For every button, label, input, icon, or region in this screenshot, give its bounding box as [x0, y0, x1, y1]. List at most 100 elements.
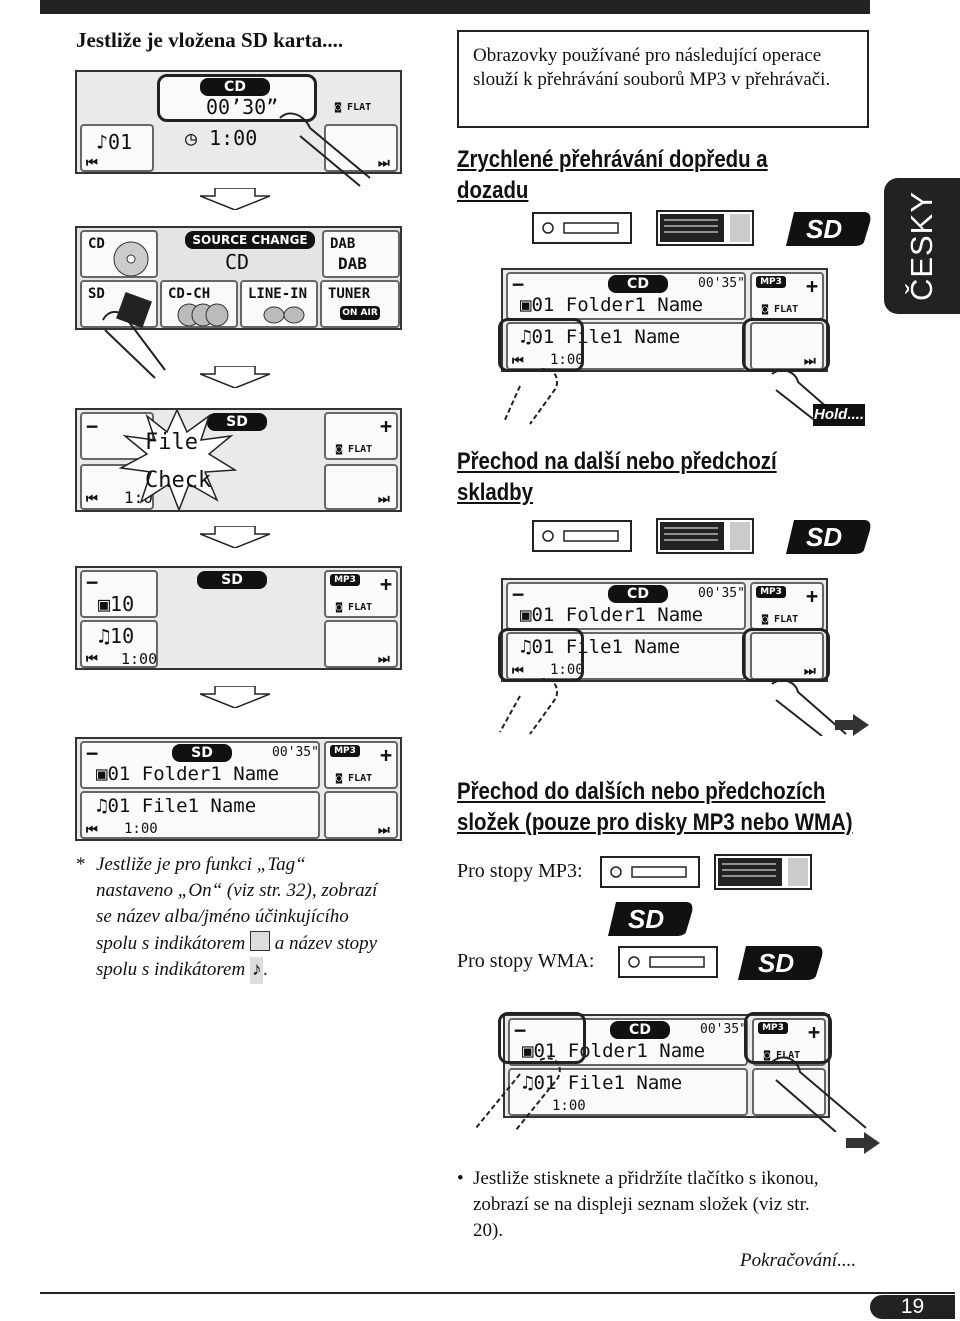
cd-ch-label: CD-CH	[168, 286, 211, 302]
mp3-badge: MP3	[756, 586, 786, 598]
disc-changer-icon	[177, 303, 229, 327]
file-check-line1: File	[145, 430, 198, 455]
plus-button[interactable]: MP3 + ◙ FLAT	[324, 741, 398, 789]
tuner-label: TUNER	[328, 286, 371, 302]
prev-button[interactable]: ♫10 ⏮	[80, 620, 158, 668]
control-panel-icon	[618, 946, 718, 978]
file-name-area[interactable]: ♫01 File1 Name 1:00	[508, 1068, 748, 1116]
file-name-area[interactable]: ♫01 File1 Name ⏮ 1:00	[506, 632, 746, 680]
sd-logo-icon: SD	[738, 946, 823, 980]
next-button[interactable]: ⏭	[324, 620, 398, 668]
cd-screen: CD 00’30” ◙ FLAT ♪01 ⏮ ◷ 1:00 ⏭	[75, 70, 402, 174]
next-button[interactable]: ⏭	[324, 791, 398, 839]
file-name-area[interactable]: ♫01 File1 Name ⏮ 1:00	[80, 791, 320, 839]
minus-button[interactable]: −	[80, 412, 154, 460]
next-button[interactable]: ⏭	[750, 632, 824, 680]
prev-highlight	[498, 318, 584, 372]
mp3-badge: MP3	[330, 574, 360, 586]
down-arrow-icon	[200, 188, 270, 210]
source-sd-button[interactable]: SD	[80, 280, 158, 328]
bullet-icon: •	[457, 1168, 464, 1189]
source-dab-button[interactable]: DAB DAB	[322, 230, 400, 278]
unit-front-icon	[656, 210, 754, 246]
prev-icon: ⏮	[512, 354, 524, 369]
minus-icon: −	[86, 414, 99, 438]
source-label: CD	[608, 585, 668, 603]
prev-icon: ⏮	[512, 664, 524, 679]
minus-button[interactable]: − ▣10	[80, 570, 158, 618]
prev-button[interactable]: ♪01 ⏮	[80, 124, 154, 172]
source-line-in-button[interactable]: LINE-IN	[240, 280, 318, 328]
sd-logo-icon: SD	[786, 212, 871, 246]
folder-name-area[interactable]: − CD 00'35" ▣01 Folder1 Name	[506, 582, 746, 630]
next-icon: ⏭	[378, 652, 390, 667]
next-button[interactable]: ⏭	[750, 322, 824, 370]
folder-name-area[interactable]: − CD 00'35" ▣01 Folder1 Name	[506, 272, 746, 320]
file-name-area[interactable]: ♫01 File1 Name ⏮ 1:00	[506, 322, 746, 370]
footnote-line: se název alba/jméno účinkujícího	[96, 906, 349, 927]
elapsed-time: 00’30”	[206, 95, 279, 119]
unit-front-icon	[656, 518, 754, 554]
plus-icon: +	[806, 274, 819, 298]
control-panel-icon	[600, 856, 700, 888]
on-air-icon: ON AIR	[340, 306, 380, 320]
next-button[interactable]: ⏭	[324, 464, 398, 510]
file-check-screen: − SD + ◙ FLAT ⏮ 1:0 ⏭ File Check	[75, 408, 402, 512]
sd-folder-screen: − ▣10 SD MP3 + ◙ FLAT ♫10 ⏮ 1:00 ⏭	[75, 566, 402, 670]
prev-icon: ⏮	[86, 156, 98, 171]
minus-icon: −	[86, 570, 99, 594]
plus-highlight	[744, 1012, 832, 1064]
folder-name: ▣01 Folder1 Name	[520, 294, 704, 316]
file-name: ♫01 File1 Name	[520, 326, 681, 348]
footnote-line: .	[263, 959, 269, 980]
finger-press-icon	[503, 368, 558, 425]
album-indicator-icon	[249, 931, 270, 951]
finger-press-icon	[475, 1057, 561, 1131]
footnote-line: spolu s indikátorem	[96, 933, 246, 954]
clock-display: 1:00	[124, 821, 158, 837]
source-label: SD	[172, 744, 232, 762]
clock-display: 1:00	[121, 650, 158, 668]
next-highlight	[742, 628, 830, 682]
section-title-next-track: Přechod na další nebo předchozí skladby	[457, 448, 777, 506]
flat-indicator: ◙ FLAT	[335, 102, 372, 113]
svg-text:SD: SD	[758, 948, 794, 978]
svg-text:SD: SD	[806, 214, 842, 244]
cd-mp3-screen-ff: − CD 00'35" ▣01 Folder1 Name MP3 + ◙ FLA…	[501, 268, 828, 372]
finger-press-icon	[771, 1056, 867, 1132]
plus-button[interactable]: MP3 + ◙ FLAT	[750, 272, 824, 320]
source-tuner-button[interactable]: TUNER ON AIR	[320, 280, 400, 328]
bullet-line: zobrazí se na displeji seznam složek (vi…	[473, 1194, 810, 1215]
plus-icon: +	[808, 1020, 821, 1044]
minus-highlight	[498, 1012, 586, 1064]
page-number: 19	[870, 1295, 955, 1319]
dab-logo-icon: DAB	[338, 254, 367, 273]
plus-button[interactable]: + ◙ FLAT	[324, 412, 398, 460]
plus-button[interactable]: MP3 + ◙ FLAT	[750, 582, 824, 630]
next-highlight	[742, 318, 830, 372]
source-display[interactable]: CD 00’30”	[157, 74, 317, 122]
source-cd-button[interactable]: CD	[80, 230, 158, 278]
prev-icon: ⏮	[86, 823, 98, 838]
source-change-title: SOURCE CHANGE	[185, 231, 315, 249]
dab-label: DAB	[330, 236, 356, 252]
source-label: CD	[608, 275, 668, 293]
plus-icon: +	[380, 572, 393, 596]
next-button[interactable]: ⏭	[324, 124, 398, 172]
minus-icon: −	[86, 741, 99, 765]
folder-name-area[interactable]: − SD 00'35" ▣01 Folder1 Name	[80, 741, 320, 789]
mp3-badge: MP3	[330, 745, 360, 757]
track-number: ♪01	[96, 130, 133, 154]
file-check-line2: Check	[145, 468, 212, 493]
plus-icon: +	[380, 743, 393, 767]
bullet-line: 20).	[473, 1220, 504, 1241]
prev-icon: ⏮	[86, 492, 98, 507]
flat-indicator: ◙ FLAT	[762, 304, 799, 315]
cd-mp3-screen-folder: − CD 00'35" ▣01 Folder1 Name MP3 + ◙ FLA…	[503, 1014, 830, 1118]
source-cd-ch-button[interactable]: CD-CH	[160, 280, 238, 328]
plus-button[interactable]: MP3 + ◙ FLAT	[324, 570, 398, 618]
sd-label: SD	[88, 286, 105, 302]
minus-icon: −	[512, 582, 525, 606]
elapsed-time: 00'35"	[700, 1022, 747, 1037]
prev-highlight	[498, 628, 584, 682]
